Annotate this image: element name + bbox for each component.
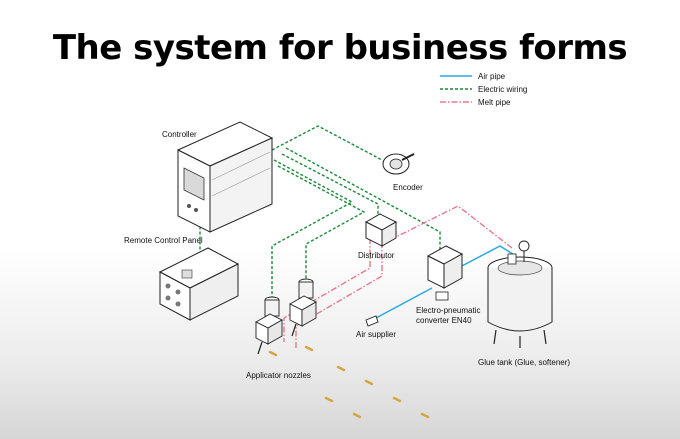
encoder[interactable] (382, 153, 415, 175)
glue-drops (268, 345, 430, 419)
wire-controller-nozzle-1 (271, 159, 354, 300)
controller-screen (183, 167, 205, 201)
controller-label: Controller (162, 130, 197, 139)
glue-tank-label: Glue tank (Glue, softener) (478, 358, 570, 367)
melt-tank-distributor (389, 205, 513, 249)
air-converter-tank (457, 245, 517, 269)
legend-melt-label: Melt pipe (478, 98, 511, 107)
controller-knob (187, 204, 191, 208)
electric-wiring (199, 125, 441, 300)
converter-label-line1: Electro-pneumatic (416, 306, 480, 315)
electro-pneumatic-converter[interactable] (426, 245, 464, 301)
remote-control-panel[interactable] (158, 247, 240, 321)
air-pipes (375, 245, 517, 319)
distributor-label: Distributor (358, 251, 395, 260)
wire-controller-distributor (281, 153, 379, 218)
wire-controller-nozzle-2 (277, 165, 366, 282)
glue-tank[interactable] (487, 240, 553, 348)
remote-panel-label: Remote Control Panel (124, 236, 203, 245)
legend: Air pipe Electric wiring Melt pipe (440, 72, 527, 107)
tank-gauge (518, 240, 530, 252)
applicator-nozzle-1[interactable] (255, 296, 283, 355)
page-title: The system for business forms (52, 28, 628, 68)
air-supplier-label: Air supplier (356, 330, 396, 339)
controller[interactable] (176, 121, 274, 233)
glue-drop (392, 396, 402, 403)
panel-knob (165, 283, 171, 289)
wire-controller-converter (285, 147, 441, 250)
glue-drop (364, 379, 374, 386)
glue-drop (304, 345, 314, 352)
melt-distributor-nozzle-1 (283, 238, 371, 342)
applicator-label: Applicator nozzles (246, 371, 311, 380)
distributor[interactable] (364, 213, 398, 247)
melt-pipes (283, 205, 513, 350)
applicator-nozzle-2[interactable] (289, 278, 317, 337)
glue-drop (352, 412, 362, 419)
air-supplier[interactable] (365, 315, 379, 327)
legend-wire-label: Electric wiring (478, 85, 527, 94)
glue-drop (336, 365, 346, 372)
glue-drop (268, 350, 278, 357)
melt-distributor-nozzle-2 (295, 242, 383, 350)
converter-label-line2: converter EN40 (416, 316, 472, 325)
air-supplier-converter (375, 287, 433, 319)
wire-controller-encoder (271, 125, 383, 161)
glue-drop (324, 396, 334, 403)
legend-air-label: Air pipe (478, 72, 506, 81)
encoder-label: Encoder (393, 183, 423, 192)
glue-drop (420, 412, 430, 419)
